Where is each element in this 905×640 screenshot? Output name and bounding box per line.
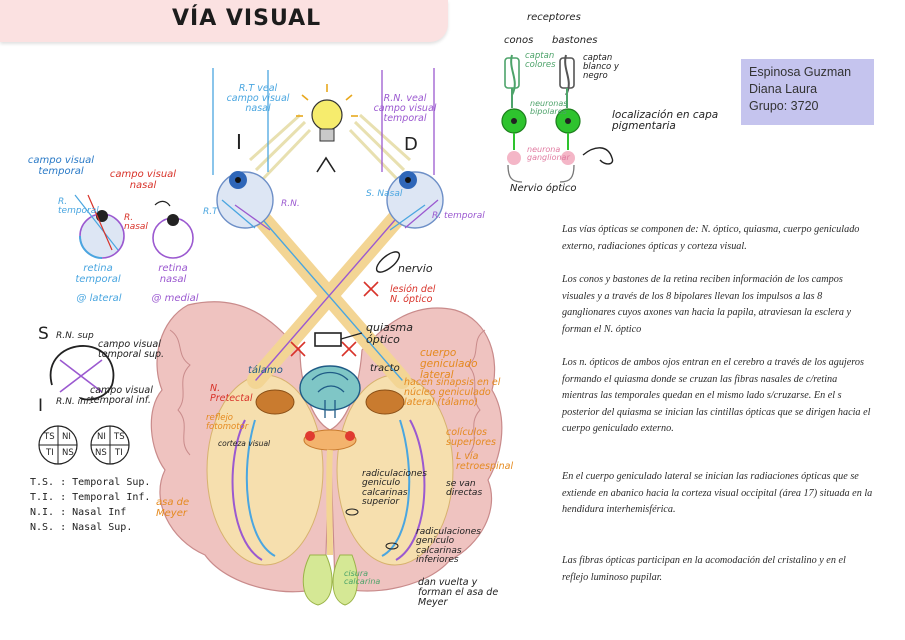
- legend-ns: N.S. : Nasal Sup.: [30, 522, 133, 533]
- nervio-label: nervio: [398, 262, 433, 275]
- reflejo-fotomotor-label: reflejo fotomotor: [206, 413, 249, 432]
- author-group: Grupo: 3720: [749, 99, 819, 113]
- brain-hemispheres: [150, 301, 503, 606]
- cv-temporal-inf-label: campo visual temporal inf.: [90, 385, 153, 406]
- bastones-label: bastones: [552, 35, 598, 46]
- legend-ni: N.I. : Nasal Inf: [30, 507, 127, 518]
- optic-pathway: [241, 196, 417, 389]
- corteza-visual-label: corteza visual: [218, 439, 271, 448]
- retina-temporal-label: retina temporal: [75, 263, 121, 285]
- quad-i-label: I: [38, 396, 44, 416]
- quiasma-label: quiasma óptico: [366, 321, 413, 346]
- thalamus: [299, 365, 361, 418]
- small-eye-temporal: [74, 194, 125, 259]
- paragraph-5: Las fibras ópticas participan en la acom…: [562, 555, 846, 583]
- s-nasal-label: S. Nasal: [366, 189, 403, 199]
- q-left-ns: NS: [62, 448, 74, 458]
- via-retroespinal-label: L vía retroespinal: [456, 451, 514, 472]
- campo-visual-temporal-label: campo visual temporal: [27, 155, 95, 177]
- rt-label: R.T: [203, 207, 218, 217]
- neuronas-bipolares-label: neuronas bipolares: [530, 99, 568, 117]
- retina-nasal-label: retina nasal: [158, 263, 188, 285]
- paragraph-4: En el cuerpo geniculado lateral se inici…: [562, 471, 873, 516]
- q-left-ts: TS: [44, 432, 55, 442]
- rn-sup-label: R.N. sup: [56, 331, 94, 341]
- author-firstname: Diana Laura: [749, 82, 818, 96]
- rn-label: R.N.: [281, 199, 300, 209]
- legend-ts: T.S. : Temporal Sup.: [30, 477, 151, 488]
- radiaciones-inf-label: radiculaciones geniculo calcarinas infer…: [416, 527, 481, 566]
- quadrant-diagram: [38, 345, 130, 465]
- receptor-diagram: [501, 54, 614, 183]
- nervio-optico-label: Nervio óptico: [510, 183, 577, 194]
- lateral-geniculate-left: [255, 389, 295, 415]
- q-right-ns: NS: [95, 448, 107, 458]
- right-eye: [386, 171, 444, 231]
- medial-label: @ medial: [151, 293, 199, 304]
- q-right-ni: NI: [97, 432, 106, 442]
- lateral-geniculate-right: [365, 389, 405, 415]
- n-pretectal-label: N. Pretectal: [210, 383, 253, 404]
- light-bulb-icon: [296, 84, 358, 173]
- receptores-label: receptores: [527, 12, 581, 23]
- hacen-sinapsis-label: hacen sinapsis en el núcleo geniculado l…: [404, 377, 501, 408]
- paragraph-2: Los conos y bastones de la retina recibe…: [562, 274, 852, 335]
- q-left-ti: TI: [46, 448, 54, 458]
- dan-vuelta-label: dan vuelta y forman el asa de Meyer: [418, 577, 499, 608]
- conos-label: conos: [504, 35, 534, 46]
- asa-meyer-label: asa de Meyer: [156, 497, 190, 519]
- q-right-ts: TS: [114, 432, 125, 442]
- small-eye-nasal: [152, 200, 194, 259]
- right-field-label: R.N. veal campo visual temporal: [373, 93, 437, 124]
- coliculos-label: colículos superiores: [446, 427, 496, 448]
- cv-temporal-sup-label: campo visual temporal sup.: [98, 339, 165, 360]
- eye-right-letter: D: [404, 134, 418, 155]
- author-lastname: Espinosa Guzman: [749, 65, 852, 79]
- left-field-label: R.T veal campo visual nasal: [226, 83, 290, 114]
- captan-blanco-label: captan blanco y negro: [583, 53, 619, 81]
- legend-ti: T.I. : Temporal Inf.: [30, 492, 151, 503]
- lesion-label: lesión del N. óptico: [390, 284, 436, 305]
- left-eye: [216, 171, 274, 231]
- cisura-label: cisura calcarina: [344, 569, 381, 587]
- radiaciones-sup-label: radiculaciones geniculo calcarinas super…: [362, 469, 427, 508]
- cuerpo-geniculado-label: cuerpo geniculado lateral: [420, 347, 478, 382]
- se-van-directas-label: se van directas: [446, 479, 483, 499]
- light-rays: [248, 113, 412, 182]
- q-right-ti: TI: [115, 448, 123, 458]
- title-banner: [0, 0, 448, 42]
- r-temporal-small-label: R. temporal: [58, 197, 99, 217]
- neurona-ganglionar-label: neurona ganglionar: [527, 145, 570, 163]
- rn-inf-label: R.N. inf.: [56, 397, 92, 407]
- r-nasal-small-label: R. nasal: [124, 213, 148, 233]
- tracto-label: tracto: [370, 363, 400, 374]
- captan-colores-label: captan colores: [525, 51, 556, 70]
- talamo-label: tálamo: [248, 365, 283, 376]
- lateral-label: @ lateral: [76, 293, 122, 304]
- eye-left-letter: I: [236, 130, 242, 154]
- lesion-marks: [290, 281, 379, 357]
- quad-s-label: S: [38, 324, 49, 344]
- paragraph-3: Los n. ópticos de ambos ojos entran en e…: [562, 357, 871, 435]
- author-info-box: Espinosa Guzman Diana Laura Grupo: 3720: [741, 59, 874, 125]
- page-title: VÍA VISUAL: [172, 6, 322, 31]
- paragraph-1: Las vías ópticas se componen de: N. ópti…: [562, 224, 860, 252]
- campo-visual-nasal-label: campo visual nasal: [109, 169, 177, 191]
- localizacion-label: localización en capa pigmentaria: [612, 109, 719, 133]
- q-left-ni: NI: [62, 432, 71, 442]
- r-temporal-right-label: R. temporal: [432, 211, 485, 221]
